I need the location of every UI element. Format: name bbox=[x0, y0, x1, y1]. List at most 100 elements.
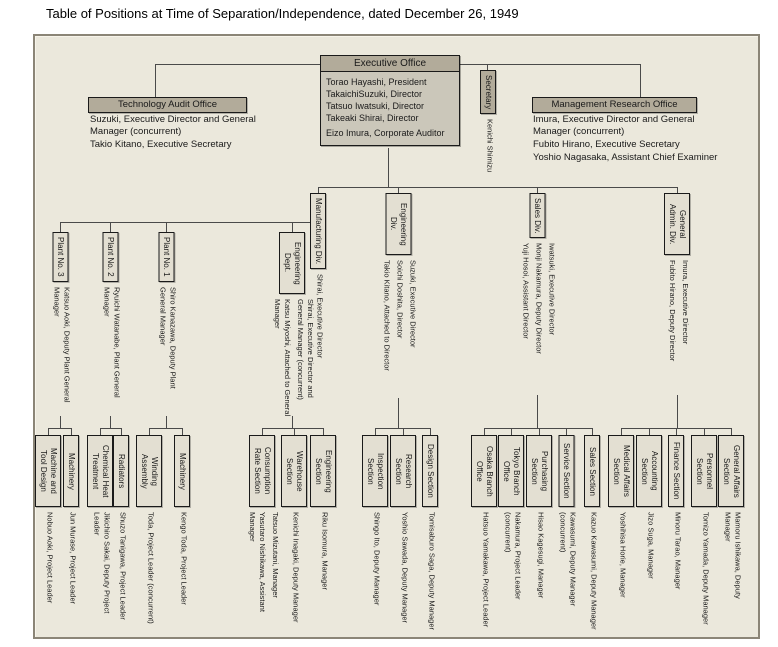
section-box: Consumption Rate Section bbox=[249, 435, 275, 507]
division-general-admin-box: General Admin. Div. bbox=[664, 193, 690, 255]
connector bbox=[430, 428, 431, 435]
section-warehouse: Warehouse Section Kenichi Inagaki, Deput… bbox=[281, 435, 307, 630]
connector bbox=[182, 428, 183, 435]
section-staff: Jikichiro Sakai, Deputy Project Leader bbox=[89, 512, 112, 630]
technology-audit-office-header: Technology Audit Office bbox=[88, 97, 247, 113]
staff-name: Riku Isomura, Manager bbox=[320, 512, 330, 590]
section-box: Engineering Section bbox=[310, 435, 336, 507]
connector bbox=[398, 398, 399, 428]
section-staff: Yoshio Sawada, Deputy Manager bbox=[397, 512, 410, 630]
member: Imura, Executive Director and General Ma… bbox=[533, 114, 695, 137]
member: Yoshio Nagasaka, Assistant Chief Examine… bbox=[533, 152, 718, 163]
section-staff: Minoru Tarao, Manager bbox=[670, 512, 683, 630]
section-staff: Jun Murase, Project Leader bbox=[65, 512, 78, 630]
staff-name: Nobuo Aoki, Project Leader bbox=[45, 512, 55, 604]
staff-name: Toda, Project Leader (concurrent) bbox=[146, 512, 156, 624]
connector bbox=[375, 428, 376, 435]
section-staff: Kazuo Kawasumi, Deputy Manager bbox=[586, 512, 599, 630]
staff-name: Shingo Ito, Deputy Manager bbox=[372, 512, 382, 606]
staff-name: Yoshio Sawada, Deputy Manager bbox=[400, 512, 410, 624]
connector bbox=[48, 428, 49, 435]
executive-office-header: Executive Office bbox=[321, 56, 459, 72]
member: Takio Kitano, Executive Secretary bbox=[90, 139, 232, 150]
connector bbox=[166, 416, 167, 428]
staff-name: Shirai, Executive Director bbox=[315, 274, 325, 359]
section-staff: Kengo Toda, Project Leader bbox=[176, 512, 189, 630]
connector bbox=[294, 428, 295, 435]
staff-name: Jizo Suga, Manager bbox=[646, 512, 656, 579]
section-staff: Riku Isomura, Manager bbox=[317, 512, 330, 630]
staff-name: Kenichi Shimizu bbox=[485, 119, 495, 173]
section-sales: Sales Section Kazuo Kawasumi, Deputy Man… bbox=[584, 435, 600, 630]
staff-name: Shuzo Tanigawa, Project Leader bbox=[118, 512, 128, 620]
plant-1: Plant No. 1 Shiro Kanazawa, Deputy Plant… bbox=[155, 232, 178, 413]
section-machinery-plant3: Machinery Jun Murase, Project Leader bbox=[63, 435, 79, 630]
connector bbox=[511, 428, 512, 435]
division-sales-staff: Iwatsuki, Executive Director Monji Nakam… bbox=[518, 243, 557, 383]
division-manufacturing-box: Manufacturing Div. bbox=[310, 193, 326, 270]
section-box: Sales Section bbox=[584, 435, 600, 507]
division-engineering: Engineering Div. Suzuki, Executive Direc… bbox=[379, 193, 418, 400]
connector bbox=[166, 222, 167, 232]
engineering-dept: Engineering Dept. Shirai, Executive Dire… bbox=[269, 232, 315, 425]
connector bbox=[149, 428, 183, 429]
division-manufacturing: Manufacturing Div. Shirai, Executive Dir… bbox=[310, 193, 326, 414]
section-staff: Nakamura, Project Leader (concurrent) bbox=[500, 512, 523, 630]
section-box: Osaka Branch Office bbox=[471, 435, 497, 507]
section-staff: Mamoru Ishikawa, Deputy Manager bbox=[720, 512, 743, 630]
section-staff: Tatsuo Mizutani, Manager Yasutaro Nishik… bbox=[244, 512, 280, 630]
section-staff: Shingo Ito, Deputy Manager bbox=[369, 512, 382, 630]
executive-office: Executive Office Torao Hayashi, Presiden… bbox=[320, 55, 460, 146]
staff-name: Tomizo Yamada, Deputy Manager bbox=[701, 512, 711, 625]
section-staff: Hatsuo Yamakawa, Project Leader bbox=[478, 512, 491, 630]
connector bbox=[155, 64, 156, 97]
section-staff: Tomizo Yamada, Deputy Manager bbox=[698, 512, 711, 630]
technology-audit-office-members: Suzuki, Executive Director and General M… bbox=[90, 114, 282, 152]
division-sales: Sales Div. Iwatsuki, Executive Director … bbox=[518, 193, 557, 383]
staff-name: Iwatsuki, Executive Director bbox=[547, 243, 557, 336]
connector bbox=[484, 428, 485, 435]
section-box: Personnel Section bbox=[691, 435, 717, 507]
section-finance: Finance Section Minoru Tarao, Manager bbox=[668, 435, 684, 630]
section-box: Tokyo Branch Office bbox=[498, 435, 524, 507]
engineering-dept-staff: Shirai, Executive Director and General M… bbox=[269, 299, 315, 425]
connector bbox=[100, 428, 122, 429]
section-accounting: Accounting Section Jizo Suga, Manager bbox=[636, 435, 662, 630]
plant-3-box: Plant No. 3 bbox=[52, 232, 68, 282]
connector bbox=[110, 416, 111, 428]
staff-name: Hisao Kagesugi, Manager bbox=[536, 512, 546, 599]
connector bbox=[60, 416, 61, 428]
section-tokyo-branch: Tokyo Branch Office Nakamura, Project Le… bbox=[498, 435, 524, 630]
engineering-dept-box: Engineering Dept. bbox=[279, 232, 305, 294]
connector bbox=[649, 428, 650, 435]
staff-name: Kenichi Inagaki, Deputy Manager bbox=[291, 512, 301, 623]
plant-2-box: Plant No. 2 bbox=[102, 232, 118, 282]
section-staff: Kenichi Inagaki, Deputy Manager bbox=[288, 512, 301, 630]
secretary-unit: Secretary Kenichi Shimizu bbox=[480, 70, 496, 173]
section-box: Purchasing Section bbox=[526, 435, 552, 507]
section-staff: Toda, Project Leader (concurrent) bbox=[143, 512, 156, 630]
connector bbox=[71, 428, 72, 435]
division-general-admin-staff: Imura, Executive Director Fubito Hirano,… bbox=[664, 260, 690, 400]
connector bbox=[403, 428, 404, 435]
secretary-staff: Kenichi Shimizu bbox=[482, 119, 495, 172]
member: Eizo Imura, Corporate Auditor bbox=[326, 128, 445, 138]
connector bbox=[537, 187, 538, 194]
connector bbox=[100, 428, 101, 435]
section-staff: Jizo Suga, Manager bbox=[643, 512, 656, 630]
member: TakaichiSuzuki, Director bbox=[326, 89, 423, 99]
staff-name: Imura, Executive Director bbox=[681, 260, 690, 345]
division-engineering-staff: Suzuki, Executive Director Soichi Doshit… bbox=[379, 260, 418, 400]
member: Tatsuo Iwatsuki, Director bbox=[326, 101, 425, 111]
connector bbox=[60, 222, 311, 223]
section-box: Chemical Heat Treatment bbox=[87, 435, 113, 507]
connector bbox=[60, 222, 61, 232]
connector bbox=[677, 187, 678, 194]
division-sales-box: Sales Div. bbox=[529, 193, 545, 239]
connector bbox=[121, 428, 122, 435]
member: Takeaki Shirai, Director bbox=[326, 113, 419, 123]
section-design: Design Section Tomisaburo Saga, Deputy M… bbox=[422, 435, 438, 630]
section-box: Radiators bbox=[113, 435, 129, 507]
staff-name: Suzuki, Executive Director bbox=[408, 260, 418, 348]
section-research: Research Section Yoshio Sawada, Deputy M… bbox=[390, 435, 416, 630]
